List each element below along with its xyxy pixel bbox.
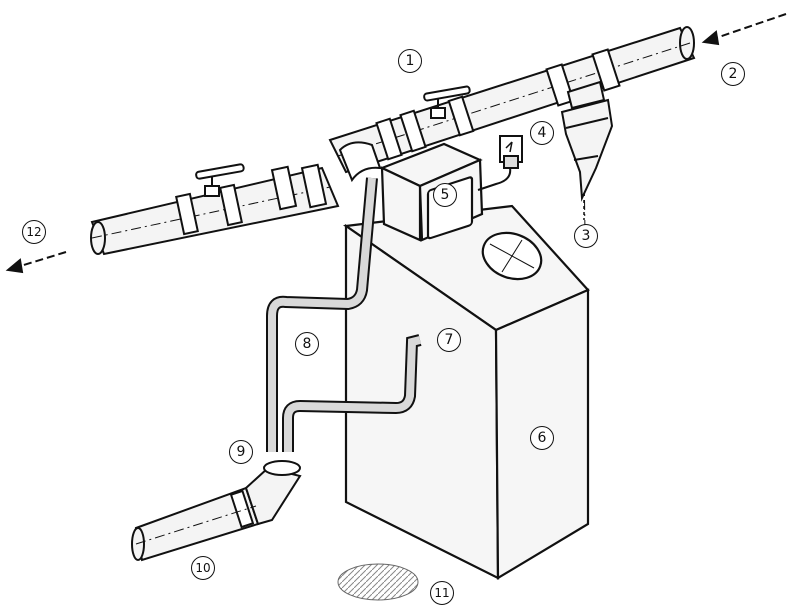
softener-tank bbox=[342, 204, 590, 580]
callout-4: 4 bbox=[530, 121, 554, 145]
callout-6: 6 bbox=[530, 426, 554, 450]
callout-9: 9 bbox=[229, 440, 253, 464]
callout-11: 11 bbox=[430, 581, 454, 605]
drain-hose bbox=[266, 177, 378, 452]
pipe-fittings bbox=[175, 48, 621, 236]
pre-filter-icon bbox=[560, 80, 614, 202]
valve-right-icon bbox=[423, 85, 471, 119]
drain-pipe bbox=[131, 460, 302, 562]
overflow-hose bbox=[282, 334, 422, 452]
inflow-arrow-icon bbox=[701, 13, 787, 46]
callout-3: 3 bbox=[574, 224, 598, 248]
callout-7: 7 bbox=[437, 328, 461, 352]
callout-10: 10 bbox=[191, 556, 215, 580]
valve-left-icon bbox=[195, 163, 245, 197]
control-head bbox=[379, 142, 484, 242]
callout-12: 12 bbox=[22, 220, 46, 244]
callout-5: 5 bbox=[433, 183, 457, 207]
callout-2: 2 bbox=[721, 62, 745, 86]
callout-1: 1 bbox=[398, 49, 422, 73]
outflow-arrow-icon bbox=[5, 251, 67, 274]
resin-spill-icon bbox=[337, 563, 419, 601]
callout-8: 8 bbox=[295, 332, 319, 356]
power-plug-icon bbox=[477, 135, 523, 191]
